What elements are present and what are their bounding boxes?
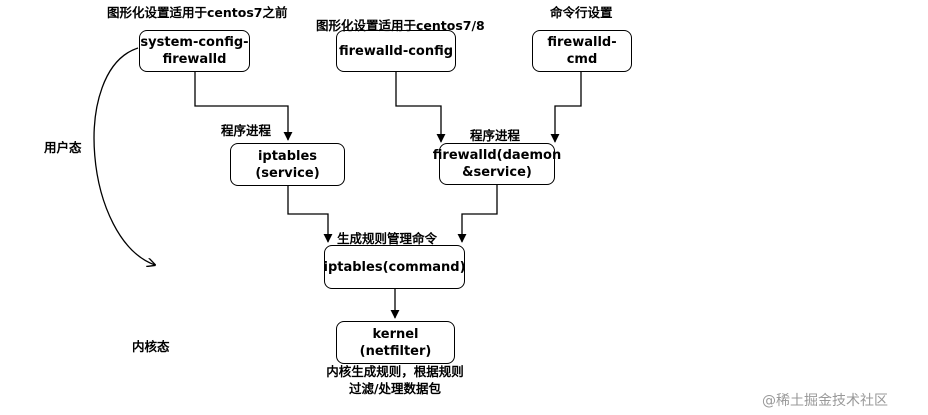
node-firewalld-config: firewalld-config: [336, 30, 456, 72]
label-process-right: 程序进程: [470, 128, 521, 143]
kernel-desc-line2: 过滤/处理数据包: [348, 381, 442, 396]
node-firewalld-cmd: firewalld-cmd: [532, 30, 632, 72]
label-kernel-mode: 内核态: [132, 339, 170, 354]
edge-daemon-to-command: [457, 185, 498, 243]
edge-fwcmd-to-daemon: [550, 72, 582, 143]
edge-service-to-command: [287, 186, 333, 243]
label-process-left: 程序进程: [221, 123, 272, 138]
label-cli-setting: 命令行设置: [550, 5, 613, 20]
watermark: @稀土掘金技术社区: [762, 393, 888, 409]
node-iptables-service: iptables (service): [230, 143, 345, 186]
node-iptables-command: iptables(command): [324, 245, 466, 289]
edge-fwconfig-to-daemon: [395, 72, 446, 143]
node-system-config-firewalld: system-config- firewalld: [139, 30, 250, 72]
node-firewalld-daemon: firewalld(daemon &service): [433, 143, 561, 185]
label-gui-centos78: 图形化设置适用于centos7/8: [316, 18, 485, 33]
label-kernel-description: 内核生成规则，根据规则 过滤/处理数据包: [310, 363, 480, 397]
label-gui-before-centos7: 图形化设置适用于centos7之前: [107, 5, 288, 20]
label-user-mode: 用户态: [44, 140, 82, 155]
node-kernel: kernel (netfilter): [336, 321, 455, 364]
kernel-desc-line1: 内核生成规则，根据规则: [326, 364, 464, 379]
edge-sysconfig-to-iptables-service: [194, 72, 293, 141]
label-generate-rules-cmd: 生成规则管理命令: [337, 231, 438, 246]
user-to-kernel-curve: [93, 47, 155, 265]
